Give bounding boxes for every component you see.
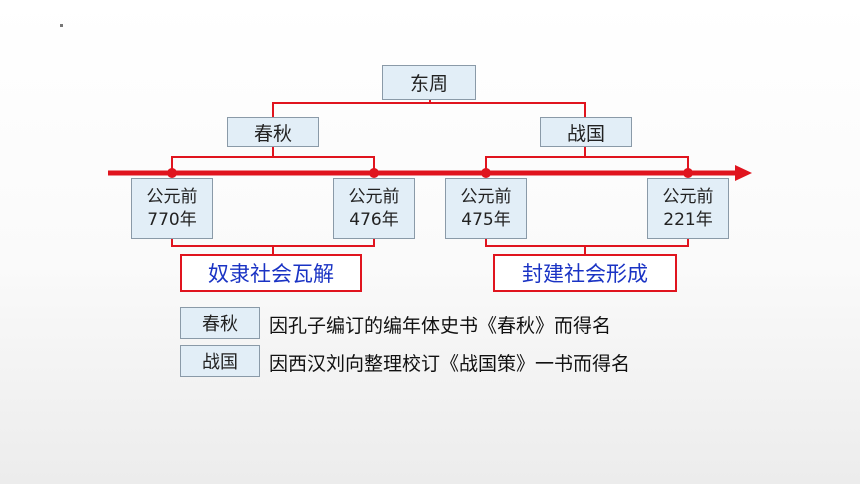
- date-box-221: 公元前 221年: [647, 178, 729, 239]
- note-text-zhanguo: 因西汉刘向整理校订《战国策》一书而得名: [269, 353, 631, 375]
- period-box-chunqiu: 春秋: [227, 117, 319, 147]
- society-box-feudal: 封建社会形成: [493, 254, 677, 292]
- connector-top-branch: [272, 102, 586, 117]
- connector-chunqiu-branch: [171, 156, 375, 173]
- date-line2: 475年: [461, 209, 511, 230]
- date-line1: 公元前: [460, 187, 512, 208]
- connector-zhanguo-branch: [485, 156, 689, 173]
- timeline-dot-3: [481, 168, 491, 178]
- society-box-slave: 奴隶社会瓦解: [180, 254, 362, 292]
- period-label-chunqiu: 春秋: [253, 122, 292, 145]
- period-label-zhanguo: 战国: [566, 122, 605, 145]
- dongzhou-box: 东周: [382, 65, 476, 100]
- date-line2: 476年: [349, 209, 399, 230]
- connector-society-left: [171, 239, 375, 247]
- period-box-zhanguo: 战国: [540, 117, 632, 147]
- date-line2: 770年: [147, 209, 197, 230]
- date-line1: 公元前: [662, 187, 714, 208]
- date-box-770: 公元前 770年: [131, 178, 213, 239]
- timeline-arrowhead: [735, 165, 752, 181]
- date-box-476: 公元前 476年: [333, 178, 415, 239]
- note-label-zhanguo: 战国: [180, 345, 260, 377]
- date-line1: 公元前: [348, 187, 400, 208]
- timeline-dot-2: [369, 168, 379, 178]
- date-line2: 221年: [663, 209, 713, 230]
- note-label-chunqiu: 春秋: [180, 307, 260, 339]
- date-box-475: 公元前 475年: [445, 178, 527, 239]
- note-text-chunqiu: 因孔子编订的编年体史书《春秋》而得名: [269, 315, 612, 337]
- timeline-dot-1: [167, 168, 177, 178]
- timeline-dot-4: [683, 168, 693, 178]
- date-line1: 公元前: [146, 187, 198, 208]
- society-label-feudal: 封建社会形成: [522, 262, 648, 286]
- decorative-dot: [60, 24, 63, 27]
- society-label-slave: 奴隶社会瓦解: [208, 262, 334, 286]
- dongzhou-label: 东周: [409, 73, 448, 95]
- connector-society-right: [485, 239, 689, 247]
